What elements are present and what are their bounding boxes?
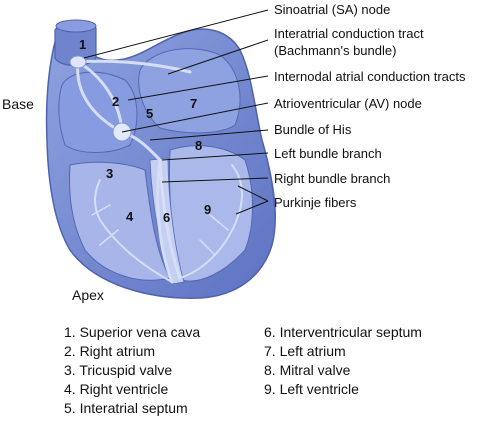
region-numbers: 1 2 3 4 5 6 7 8 9 xyxy=(79,37,211,225)
right-bundle-branch-label: Right bundle branch xyxy=(274,171,391,186)
region-number-2: 2 xyxy=(112,94,119,109)
purkinje-fibers-label: Purkinje fibers xyxy=(274,195,357,210)
bachmann-label: (Bachmann's bundle) xyxy=(274,43,397,58)
leader-lines xyxy=(83,9,269,215)
region-number-5: 5 xyxy=(146,106,153,121)
legend-item-2: 2. Right atrium xyxy=(64,343,156,359)
sa-node-label: Sinoatrial (SA) node xyxy=(274,2,391,17)
region-number-3: 3 xyxy=(106,166,113,181)
legend-item-3: 3. Tricuspid valve xyxy=(64,362,173,378)
legend-right: 6. Interventricular septum 7. Left atriu… xyxy=(264,323,422,399)
legend-item-4: 4. Right ventricle xyxy=(64,381,169,397)
legend-item-5: 5. Interatrial septum xyxy=(64,400,188,416)
legend-item-7: 7. Left atrium xyxy=(264,343,346,359)
region-number-4: 4 xyxy=(126,209,134,224)
base-label: Base xyxy=(2,96,34,112)
internodal-tracts-label: Internodal atrial conduction tracts xyxy=(274,69,466,84)
region-number-7: 7 xyxy=(190,96,197,111)
region-number-1: 1 xyxy=(79,37,86,52)
interatrial-tract-label: Interatrial conduction tract xyxy=(274,26,424,41)
region-number-8: 8 xyxy=(195,138,202,153)
legend-item-1: 1. Superior vena cava xyxy=(64,324,201,340)
left-atrium xyxy=(138,48,241,134)
apex-label: Apex xyxy=(72,287,104,303)
av-node-label: Atrioventricular (AV) node xyxy=(274,96,422,111)
region-number-9: 9 xyxy=(204,202,211,217)
left-bundle-branch-label: Left bundle branch xyxy=(274,146,382,161)
region-number-6: 6 xyxy=(163,210,170,225)
legend-item-8: 8. Mitral valve xyxy=(264,362,351,378)
bundle-of-his-label: Bundle of His xyxy=(274,122,352,137)
sa-node xyxy=(69,55,87,69)
legend-left: 1. Superior vena cava 2. Right atrium 3.… xyxy=(64,323,200,418)
legend-item-6: 6. Interventricular septum xyxy=(264,324,422,340)
legend-item-9: 9. Left ventricle xyxy=(264,381,359,397)
